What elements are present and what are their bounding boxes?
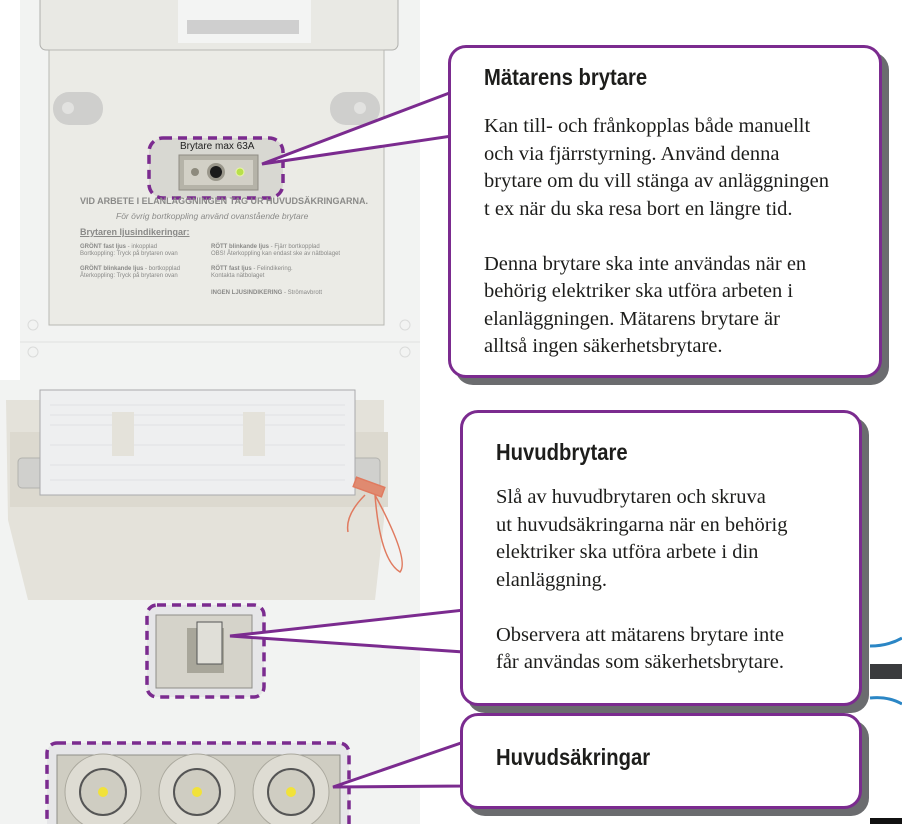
indication-item: INGEN LJUSINDIKERING - Strömavbrott	[211, 290, 323, 296]
meter-breaker-label: Brytare max 63A	[180, 141, 255, 152]
indications-heading: Brytaren ljusindikeringar:	[80, 227, 190, 237]
led-indicator	[235, 167, 245, 177]
fuse-1[interactable]	[64, 753, 142, 824]
callout-main-switch: Huvudbrytare Slå av huvudbrytaren och sk…	[460, 410, 862, 706]
barcode	[187, 20, 299, 34]
fuse-cover	[39, 389, 356, 496]
screw-tab-left	[53, 92, 103, 125]
subwarning-text: För övrig bortkoppling använd ovanståend…	[116, 211, 309, 221]
indication-item: RÖTT fast ljus - Felindikering.Kontakta …	[211, 266, 293, 279]
callout-body: Slå av huvudbrytaren och skruva ut huvud…	[496, 486, 788, 673]
fuse-2[interactable]	[158, 753, 236, 824]
seal-wire	[346, 476, 403, 573]
callout-title: Huvudsäkringar	[496, 744, 651, 770]
callout-meter-breaker: Mätarens brytare Kan till- och frånkoppl…	[448, 45, 882, 378]
callout-body: Kan till- och frånkopplas både manuellt …	[484, 115, 829, 357]
warning-text: VID ARBETE I ELANLÄGGNINGEN TAG UR HUVUD…	[80, 196, 369, 206]
callout-main-fuses: Huvudsäkringar	[460, 713, 862, 809]
callout-title: Mätarens brytare	[484, 64, 648, 90]
breaker-button[interactable]	[210, 166, 222, 178]
callout-title: Huvudbrytare	[496, 439, 628, 465]
fuse-3[interactable]	[252, 753, 330, 824]
